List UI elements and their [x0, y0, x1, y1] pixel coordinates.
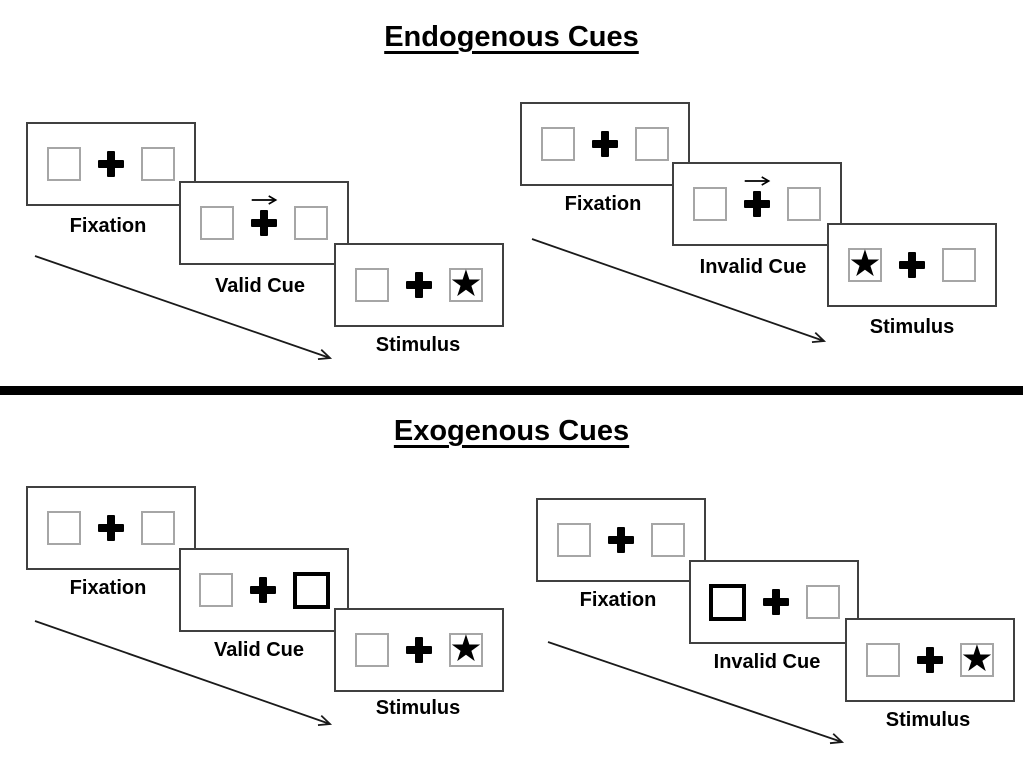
- timeline-arrow-endogenous-valid: [34, 255, 333, 361]
- placeholder-box-right: [141, 147, 175, 181]
- placeholder-box-right: [635, 127, 669, 161]
- panel-endogenous-invalid-fixation: [520, 102, 690, 186]
- placeholder-box-right: [141, 511, 175, 545]
- placeholder-box-left: [557, 523, 591, 557]
- fixation-cross-icon: [406, 637, 432, 663]
- fixation-cross-icon: [249, 577, 276, 603]
- endogenous-section-title: Endogenous Cues: [384, 21, 639, 53]
- bold-cue-box-right: [292, 571, 330, 609]
- fixation-cross-icon: [592, 131, 618, 157]
- panel-exogenous-valid-cue: [179, 548, 349, 632]
- panel-label: Stimulus: [885, 709, 971, 731]
- placeholder-box-right: [942, 248, 976, 282]
- placeholder-box-left: [355, 633, 389, 667]
- exogenous-section-title: Exogenous Cues: [393, 415, 630, 447]
- panel-label: Valid Cue: [213, 639, 305, 661]
- fixation-cross-icon: [899, 252, 925, 278]
- placeholder-box-left: [47, 147, 81, 181]
- star-stimulus-icon: ★: [449, 627, 483, 670]
- placeholder-box-right: [651, 523, 685, 557]
- fixation-cross-icon: [917, 647, 943, 673]
- fixation-cross-icon: [608, 527, 634, 553]
- fixation-cross-icon: [98, 515, 124, 541]
- target-box-right: ★: [449, 262, 483, 305]
- target-box-right: ★: [960, 637, 994, 680]
- panel-endogenous-invalid-cue: [672, 162, 842, 246]
- target-box-right: ★: [449, 627, 483, 670]
- panel-label: Invalid Cue: [713, 651, 821, 673]
- section-divider: [0, 386, 1023, 395]
- star-stimulus-icon: ★: [449, 262, 483, 305]
- fixation-cross-icon: [98, 151, 124, 177]
- fixation-cross-icon: [251, 210, 277, 236]
- placeholder-box-left: [198, 573, 233, 607]
- panel-exogenous-valid-fixation: [26, 486, 196, 570]
- panel-exogenous-invalid-fixation: [536, 498, 706, 582]
- panel-label: Fixation: [69, 577, 147, 599]
- placeholder-box-left: [866, 643, 900, 677]
- panel-exogenous-invalid-cue: [689, 560, 859, 644]
- fixation-cross-icon: [744, 191, 770, 217]
- fixation-cross-icon: [762, 589, 789, 615]
- right-arrow-cue-icon: [251, 195, 278, 205]
- bold-cue-box-left: [708, 583, 746, 621]
- target-box-left: ★: [848, 242, 882, 285]
- placeholder-box-left: [200, 206, 234, 240]
- star-stimulus-icon: ★: [960, 637, 994, 680]
- placeholder-box-right: [805, 585, 840, 619]
- placeholder-box-right: [294, 206, 328, 240]
- star-stimulus-icon: ★: [848, 242, 882, 285]
- placeholder-box-left: [355, 268, 389, 302]
- panel-endogenous-valid-fixation: [26, 122, 196, 206]
- placeholder-box-left: [541, 127, 575, 161]
- panel-label: Stimulus: [375, 697, 461, 719]
- timeline-arrow-endogenous-invalid: [531, 238, 827, 343]
- placeholder-box-left: [47, 511, 81, 545]
- placeholder-box-right: [787, 187, 821, 221]
- panel-label: Fixation: [579, 589, 657, 611]
- panel-endogenous-invalid-stimulus: ★: [827, 223, 997, 307]
- panel-label: Invalid Cue: [699, 256, 807, 278]
- panel-label: Stimulus: [375, 334, 461, 356]
- panel-label: Fixation: [69, 215, 147, 237]
- panel-label: Fixation: [564, 193, 642, 215]
- timeline-arrow-exogenous-valid: [34, 620, 333, 726]
- placeholder-box-left: [693, 187, 727, 221]
- panel-label: Stimulus: [869, 316, 955, 338]
- fixation-cross-icon: [406, 272, 432, 298]
- panel-exogenous-invalid-stimulus: ★: [845, 618, 1015, 702]
- right-arrow-cue-icon: [744, 176, 771, 186]
- panel-exogenous-valid-stimulus: ★: [334, 608, 504, 692]
- panel-label: Valid Cue: [214, 275, 306, 297]
- panel-endogenous-valid-cue: [179, 181, 349, 265]
- panel-endogenous-valid-stimulus: ★: [334, 243, 504, 327]
